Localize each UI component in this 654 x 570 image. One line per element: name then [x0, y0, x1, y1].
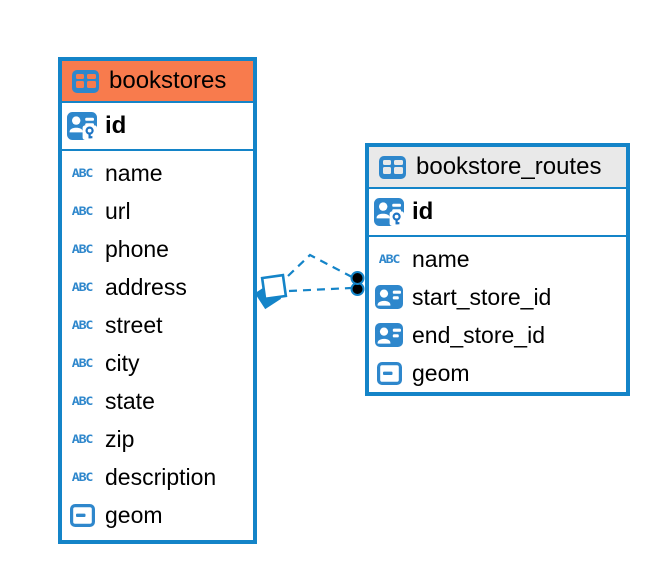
field-name: url: [105, 197, 131, 224]
table-title: bookstores: [109, 67, 227, 94]
field-name: geom: [105, 501, 163, 528]
field-name: city: [105, 349, 140, 376]
field-row[interactable]: ABC street: [62, 306, 253, 344]
relationship-many-end-connector[interactable]: [254, 273, 288, 310]
field-row[interactable]: end_store_id: [369, 316, 626, 354]
field-name: description: [105, 463, 217, 490]
text-type-icon: ABC: [71, 204, 94, 218]
field-name: geom: [412, 359, 470, 386]
text-type-icon: ABC: [71, 470, 94, 484]
table-header-bookstore-routes[interactable]: bookstore_routes: [369, 147, 626, 189]
fields-section: ABC name start_store_id: [369, 237, 626, 392]
geometry-type-icon: [374, 361, 404, 385]
primary-key-section: id: [62, 103, 253, 151]
field-name: street: [105, 311, 163, 338]
field-row[interactable]: ABC zip: [62, 420, 253, 458]
field-row[interactable]: ABC city: [62, 344, 253, 382]
field-row[interactable]: geom: [369, 354, 626, 392]
primary-key-icon: [67, 112, 97, 140]
primary-key-icon: [374, 198, 404, 226]
field-row-id[interactable]: id: [62, 107, 253, 145]
relationship-line[interactable]: [288, 286, 352, 293]
field-name: name: [105, 159, 163, 186]
relationship-line[interactable]: [287, 253, 353, 278]
field-name: id: [412, 198, 434, 225]
text-type-icon: ABC: [71, 166, 94, 180]
field-name: address: [105, 273, 187, 300]
field-row[interactable]: start_store_id: [369, 278, 626, 316]
field-name: state: [105, 387, 155, 414]
relationship-one-end-connector[interactable]: [350, 271, 365, 296]
text-type-icon: ABC: [71, 432, 94, 446]
table-title: bookstore_routes: [416, 153, 602, 180]
text-type-icon: ABC: [71, 356, 94, 370]
fields-section: ABC name ABC url ABC phone ABC address A…: [62, 151, 253, 540]
field-row[interactable]: ABC address: [62, 268, 253, 306]
table-bookstores[interactable]: bookstores id: [58, 57, 257, 544]
field-name: name: [412, 245, 470, 272]
field-name: start_store_id: [412, 283, 552, 310]
text-type-icon: ABC: [71, 242, 94, 256]
text-type-icon: ABC: [71, 318, 94, 332]
text-type-icon: ABC: [71, 394, 94, 408]
field-row[interactable]: ABC state: [62, 382, 253, 420]
field-name: phone: [105, 235, 169, 262]
field-row[interactable]: ABC phone: [62, 230, 253, 268]
primary-key-section: id: [369, 189, 626, 237]
field-row-id[interactable]: id: [369, 193, 626, 231]
field-row[interactable]: geom: [62, 496, 253, 534]
text-type-icon: ABC: [71, 280, 94, 294]
table-bookstore-routes[interactable]: bookstore_routes i: [365, 143, 630, 396]
field-row[interactable]: ABC url: [62, 192, 253, 230]
reference-type-icon: [374, 285, 404, 309]
reference-type-icon: [374, 323, 404, 347]
field-row[interactable]: ABC name: [62, 154, 253, 192]
field-row[interactable]: ABC description: [62, 458, 253, 496]
table-icon: [72, 69, 99, 93]
field-name: end_store_id: [412, 321, 545, 348]
field-name: zip: [105, 425, 135, 452]
table-header-bookstores[interactable]: bookstores: [62, 61, 253, 103]
table-icon: [379, 155, 406, 179]
field-row[interactable]: ABC name: [369, 240, 626, 278]
geometry-type-icon: [67, 503, 97, 527]
field-name: id: [105, 112, 127, 139]
text-type-icon: ABC: [378, 252, 401, 266]
